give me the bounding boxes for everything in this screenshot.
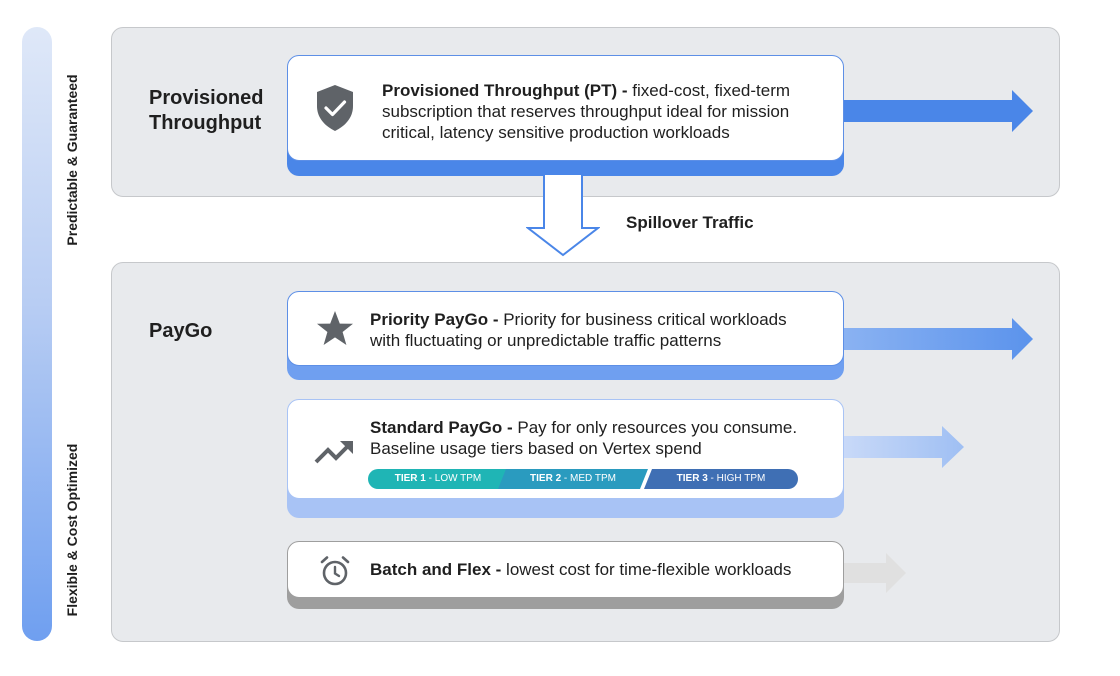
standard-card-text: Standard PayGo - Pay for only resources …: [370, 417, 797, 459]
spillover-arrow: [526, 175, 600, 257]
pt-card: Provisioned Throughput (PT) - fixed-cost…: [287, 55, 844, 176]
pt-card-line1: fixed-cost, fixed-term: [627, 81, 791, 100]
batch-card-text: Batch and Flex - lowest cost for time-fl…: [370, 559, 791, 580]
pt-card-line3: critical, latency sensitive production w…: [382, 123, 730, 142]
alarm-clock-icon: [320, 556, 350, 586]
priority-card-bold: Priority PayGo -: [370, 310, 499, 329]
standard-card: Standard PayGo - Pay for only resources …: [287, 399, 844, 518]
side-label-flexible: Flexible & Cost Optimized: [64, 443, 80, 617]
batch-arrow: [844, 553, 906, 593]
trending-up-icon: [314, 441, 353, 464]
shield-check-icon: [317, 85, 353, 131]
tier-bar: TIER 1 - LOW TPM TIER 2 - MED TPM TIER 3…: [368, 469, 798, 489]
tier-3-segment: TIER 3 - HIGH TPM: [644, 469, 798, 489]
pt-arrow: [844, 90, 1033, 132]
standard-card-bold: Standard PayGo -: [370, 418, 513, 437]
pt-card-body: Provisioned Throughput (PT) - fixed-cost…: [287, 55, 844, 161]
tier-2-desc: - MED TPM: [561, 473, 616, 484]
tier-2-name: TIER 2: [530, 473, 562, 484]
priority-gradient-bar: [22, 27, 52, 641]
standard-arrow: [844, 426, 964, 468]
batch-card: Batch and Flex - lowest cost for time-fl…: [287, 541, 844, 609]
tier-1-segment: TIER 1 - LOW TPM: [368, 469, 508, 489]
standard-card-body: Standard PayGo - Pay for only resources …: [287, 399, 844, 499]
batch-card-bold: Batch and Flex -: [370, 560, 502, 579]
paygo-title: PayGo: [149, 320, 213, 342]
provisioned-title-line1: Provisioned: [149, 87, 264, 109]
tier-3-desc: - HIGH TPM: [707, 473, 766, 484]
standard-card-line1: Pay for only resources you consume.: [512, 418, 798, 437]
tier-1-desc: - LOW TPM: [425, 473, 482, 484]
priority-card-line1: Priority for business critical workloads: [498, 310, 787, 329]
pt-card-line2: subscription that reserves throughput id…: [382, 102, 790, 121]
tier-3-name: TIER 3: [676, 473, 708, 484]
batch-card-body: Batch and Flex - lowest cost for time-fl…: [287, 541, 844, 598]
standard-card-line2: Baseline usage tiers based on Vertex spe…: [370, 439, 702, 458]
side-label-predictable: Predictable & Guaranteed: [64, 74, 80, 246]
tier-1-name: TIER 1: [394, 473, 426, 484]
star-icon: [317, 311, 353, 345]
batch-card-line1: lowest cost for time-flexible workloads: [501, 560, 792, 579]
priority-card-body: Priority PayGo - Priority for business c…: [287, 291, 844, 366]
priority-arrow: [844, 318, 1033, 360]
pt-card-text: Provisioned Throughput (PT) - fixed-cost…: [382, 80, 790, 143]
priority-card: Priority PayGo - Priority for business c…: [287, 291, 844, 380]
priority-card-text: Priority PayGo - Priority for business c…: [370, 309, 787, 351]
provisioned-title-line2: Throughput: [149, 112, 262, 134]
pt-card-bold: Provisioned Throughput (PT) -: [382, 81, 628, 100]
provisioned-title: Provisioned Throughput: [149, 86, 263, 136]
priority-card-line2: with fluctuating or unpredictable traffi…: [370, 331, 722, 350]
tier-2-segment: TIER 2 - MED TPM: [498, 469, 648, 489]
spillover-label: Spillover Traffic: [626, 213, 754, 232]
